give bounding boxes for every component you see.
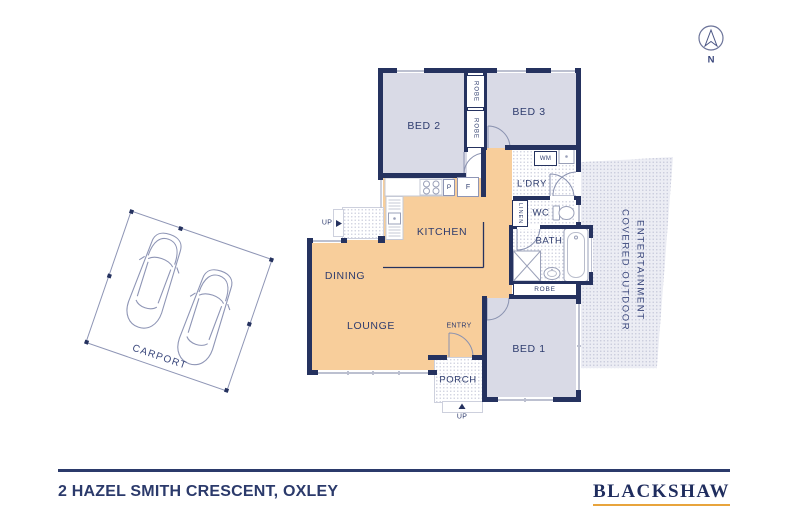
covered-outdoor-line1: COVERED OUTDOOR	[619, 208, 631, 332]
bed1-label: BED 1	[512, 343, 546, 355]
wall-bath-west	[509, 225, 513, 285]
entry-area	[435, 240, 482, 358]
robe-mid-box: ROBE	[466, 110, 485, 148]
wall-bed3-west	[483, 73, 487, 150]
laundry-label: L'DRY	[517, 178, 547, 190]
porch-label: PORCH	[439, 374, 477, 386]
bed2-room	[383, 73, 467, 178]
washing-machine-box: WM	[534, 151, 557, 166]
covered-outdoor-line2: ENTERTAINMENT	[634, 219, 646, 321]
porch-floor	[434, 357, 483, 403]
covered-outdoor-area	[578, 157, 673, 369]
wall-entry-stub-left	[428, 355, 447, 360]
pantry-label: P	[446, 184, 452, 191]
porch-step	[442, 401, 483, 413]
dining-label: DINING	[324, 270, 366, 282]
opening-wc-door	[550, 196, 574, 200]
wall-ldry-wc	[513, 196, 577, 200]
wall-robe-bed1	[509, 294, 581, 299]
bed3-label: BED 3	[512, 106, 546, 118]
wall-bed1-left	[482, 296, 487, 402]
footer-divider	[58, 469, 730, 472]
up-side-label: UP	[321, 219, 333, 227]
fridge-label: F	[465, 183, 471, 191]
wall-bed2-bottom	[383, 173, 466, 178]
carport: CARPORT	[84, 209, 274, 393]
opening-laundry-door	[576, 172, 581, 196]
entry-label: ENTRY	[446, 322, 472, 330]
up-porch-label: UP	[456, 413, 468, 421]
robe-mid-label: ROBE	[472, 118, 479, 140]
linen-label: LINEN	[517, 202, 523, 225]
hall-area	[482, 148, 512, 298]
property-address: 2 HAZEL SMITH CRESCENT, OXLEY	[58, 483, 339, 500]
wall-bed3-bottom	[505, 145, 581, 150]
compass-north-label: N	[707, 54, 715, 66]
wc-label: WC	[532, 207, 550, 219]
bath-label: BATH	[535, 235, 563, 247]
robe-bed1-box: ROBE	[513, 283, 577, 296]
linen-box: LINEN	[512, 200, 528, 227]
side-step-landing	[333, 209, 344, 237]
agency-logo: BLACKSHAW	[592, 481, 730, 506]
dining-lounge-area	[310, 240, 435, 372]
side-step	[342, 207, 384, 239]
wall-wc-bath	[509, 225, 593, 229]
robe-top-box: ROBE	[466, 75, 485, 108]
covered-outdoor-label: COVERED OUTDOOR ENTERTAINMENT	[617, 186, 646, 354]
bed2-label: BED 2	[407, 120, 441, 132]
washing-machine-label: WM	[539, 155, 552, 162]
robe-top-label: ROBE	[472, 80, 479, 102]
wall-bath-bump-bottom	[576, 281, 593, 285]
car-left-icon	[126, 232, 182, 329]
lounge-label: LOUNGE	[347, 320, 395, 332]
wall-lounge-west	[307, 238, 312, 375]
car-right-icon	[177, 269, 233, 366]
wall-top	[378, 68, 581, 73]
compass-icon	[698, 25, 724, 51]
wall-bed2-west	[378, 68, 383, 180]
wall-hall-west	[481, 148, 486, 197]
kitchen-label: KITCHEN	[416, 226, 468, 238]
pantry-box: P	[443, 179, 455, 196]
wall-step-stub	[378, 236, 385, 243]
robe-bed1-label: ROBE	[534, 286, 556, 293]
wall-entry-stub-right	[472, 355, 482, 360]
fridge-box: F	[457, 177, 479, 197]
